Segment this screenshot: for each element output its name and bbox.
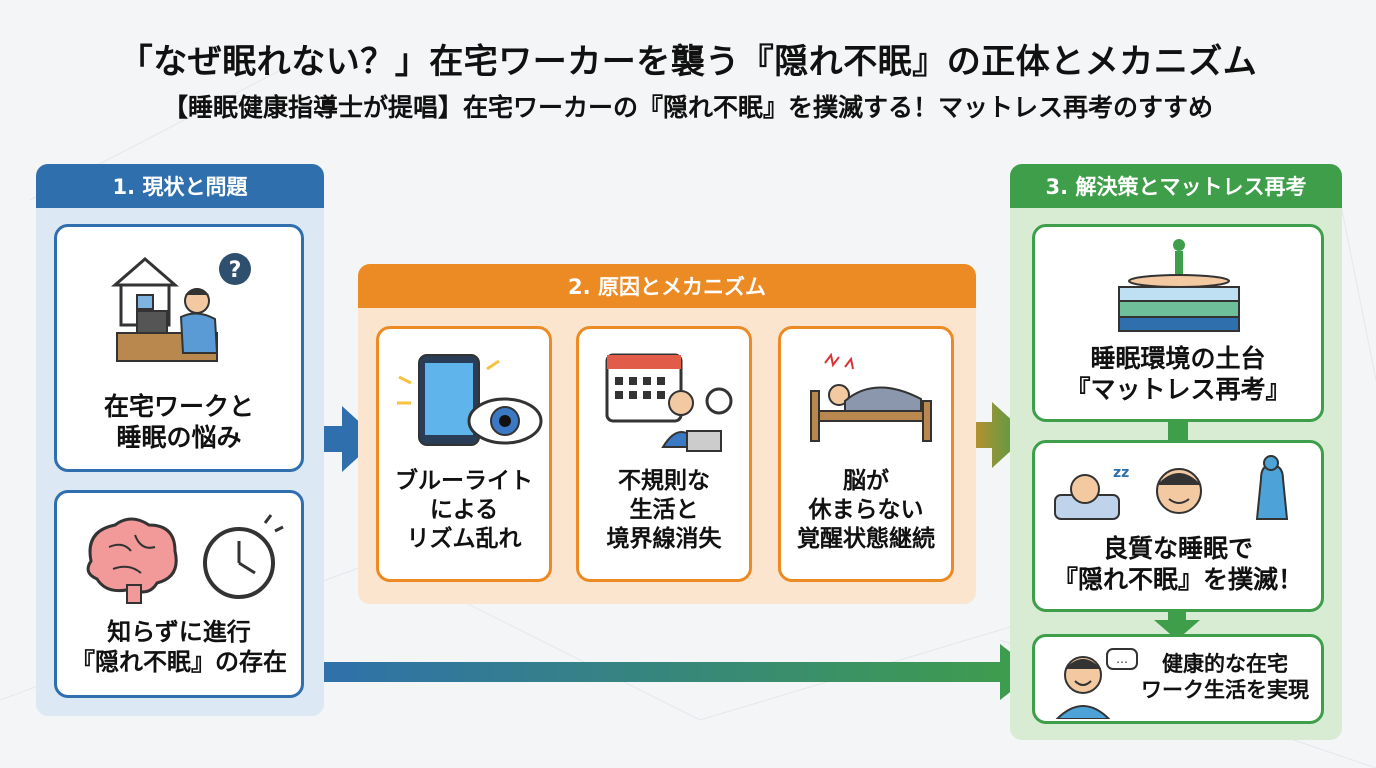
card-brain-awake: 脳が 休まらない 覚醒状態継続 <box>778 326 954 582</box>
card-text-line: 覚醒状態継続 <box>797 525 935 552</box>
card-text-line: 良質な睡眠で <box>1102 534 1253 563</box>
mattress-icon <box>1118 239 1240 332</box>
card-text-line: ブルーライト <box>395 468 533 494</box>
card-quality-sleep: zz 良質な睡眠で 『隠れ不眠』を撲滅！ <box>1032 440 1324 612</box>
card-text-line: 『隠れ不眠』の存在 <box>71 648 287 676</box>
card-text-line: 健康的な在宅 <box>1162 652 1288 676</box>
section2-heading: 2. 原因とメカニズム <box>358 264 976 308</box>
card-text-line: 不規則な <box>618 468 710 494</box>
card-mattress-rethink: 睡眠環境の土台 『マットレス再考』 <box>1032 224 1324 422</box>
card-text-line: 睡眠の悩み <box>116 423 242 453</box>
page-subtitle: 【睡眠健康指導士が提唱】在宅ワーカーの『隠れ不眠』を撲滅する！マットレス再考のす… <box>162 93 1213 122</box>
card-healthy-life: … 健康的な在宅 ワーク生活を実現 <box>1032 634 1324 724</box>
arrow-orange-to-green <box>950 402 1028 468</box>
section1-heading: 1. 現状と問題 <box>36 164 324 208</box>
card-text-line: 休まらない <box>808 496 924 523</box>
card-text-line: 『マットレス再考』 <box>1065 375 1291 405</box>
page-title: 「なぜ眠れない？」在宅ワーカーを襲う『隠れ不眠』の正体とメカニズム <box>118 42 1258 82</box>
green-connector-2 <box>1154 608 1200 640</box>
card-text-line: 境界線消失 <box>606 525 722 552</box>
card-text-line: 脳が <box>843 468 889 494</box>
card-text-line: リズム乱れ <box>406 525 522 552</box>
card-text-line: 『隠れ不眠』を撲滅！ <box>1052 565 1303 595</box>
card-home-sleep-issue: ? 在宅ワークと 睡眠の悩み <box>54 224 304 472</box>
svg-text:…: … <box>1116 652 1128 666</box>
section3-heading: 3. 解決策とマットレス再考 <box>1010 164 1342 208</box>
bed-awake-icon <box>810 352 932 442</box>
card-text-line: 睡眠環境の土台 <box>1090 344 1266 373</box>
tablet-eye-icon <box>397 354 543 446</box>
card-text-line: 在宅ワークと <box>103 392 254 421</box>
good-sleep-icon: zz <box>1054 455 1289 520</box>
calendar-worker-icon <box>605 353 733 452</box>
card-blue-light: ブルーライト による リズム乱れ <box>376 326 552 582</box>
card-text-line: による <box>429 496 499 523</box>
card-text-line: ワーク生活を実現 <box>1141 678 1309 703</box>
card-irregular-life: 不規則な 生活と 境界線消失 <box>576 326 752 582</box>
card-text-line: 知らずに進行 <box>107 618 251 646</box>
card-hidden-insomnia: 知らずに進行 『隠れ不眠』の存在 <box>54 490 304 698</box>
svg-text:?: ? <box>229 258 242 283</box>
brain-clock-icon <box>86 514 284 604</box>
home-worker-icon: ? <box>110 253 251 362</box>
arrow-long-bottom <box>300 644 1036 700</box>
svg-text:zz: zz <box>1113 465 1129 481</box>
green-connector-1 <box>1168 420 1188 444</box>
card-text-line: 生活と <box>629 496 699 523</box>
happy-person-icon: … <box>1055 648 1138 719</box>
